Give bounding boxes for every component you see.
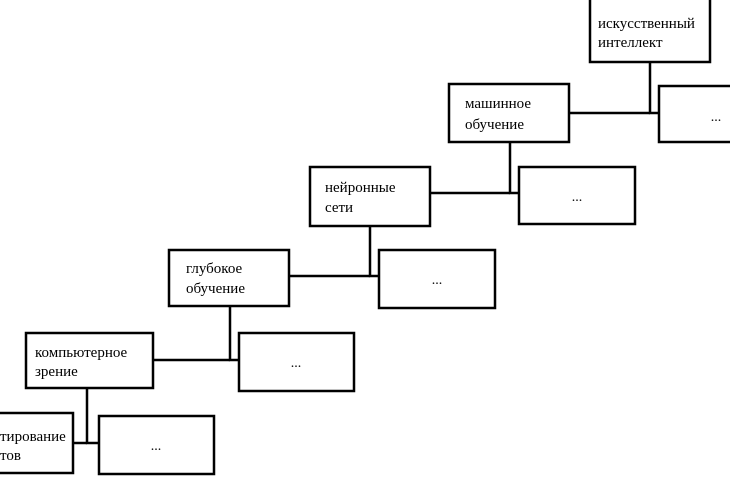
svg-text:обучение: обучение [186, 281, 245, 297]
svg-text:обучение: обучение [465, 117, 524, 133]
connector-nn [368, 226, 379, 278]
node-line: тов [0, 448, 21, 464]
svg-text:тирование: тирование [0, 429, 66, 445]
svg-text:тов: тов [0, 448, 21, 464]
node-artificial-intelligence: искусственный интеллект [588, 0, 712, 64]
ellipsis-label: ... [291, 356, 302, 371]
node-line: зрение [35, 364, 78, 380]
node-deep-learning: глубокое обучение [167, 248, 291, 308]
sibling-box-nn: ... [377, 248, 497, 310]
node-line: обучение [186, 281, 245, 297]
node-line: интеллект [598, 35, 663, 51]
node-line: компьютерное [35, 345, 128, 361]
ellipsis-label: ... [711, 110, 722, 125]
node-line: глубокое [186, 261, 243, 277]
connector-ai [648, 62, 659, 115]
node-computer-vision: компьютерное зрение [24, 331, 155, 390]
ellipsis-label: ... [151, 439, 162, 454]
sibling-box-cv: ... [97, 414, 216, 476]
svg-text:интеллект: интеллект [598, 35, 663, 51]
ellipsis-label: ... [572, 190, 583, 205]
ellipsis-label: ... [432, 273, 443, 288]
svg-text:машинное: машинное [465, 96, 531, 112]
node-machine-learning: машинное обучение [447, 82, 571, 144]
svg-text:зрение: зрение [35, 364, 78, 380]
node-line: машинное [465, 96, 531, 112]
node-line: тирование [0, 429, 66, 445]
sibling-box-dl: ... [237, 331, 356, 393]
node-line: искусственный [598, 16, 695, 32]
svg-text:глубокое: глубокое [186, 261, 243, 277]
svg-text:компьютерное: компьютерное [35, 345, 128, 361]
sibling-box-ai: ... [657, 84, 730, 144]
node-line: нейронные [325, 180, 396, 196]
connector-cv [85, 388, 99, 445]
svg-text:сети: сети [325, 200, 353, 216]
connector-ml [508, 142, 519, 195]
sibling-box-ml: ... [517, 165, 637, 226]
connectors [73, 62, 659, 445]
svg-text:искусственный: искусственный [598, 16, 695, 32]
node-object-detection: тирование тов [0, 411, 75, 475]
svg-text:нейронные: нейронные [325, 180, 396, 196]
node-line: обучение [465, 117, 524, 133]
connector-dl [228, 306, 239, 362]
node-neural-networks: нейронные сети [308, 165, 432, 228]
node-line: сети [325, 200, 353, 216]
